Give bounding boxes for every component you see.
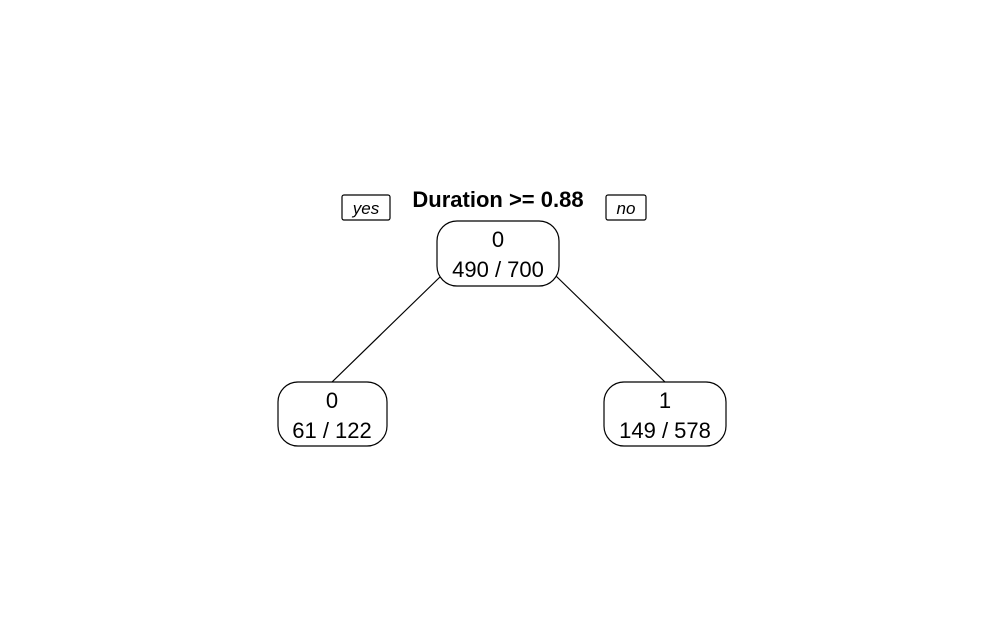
right-leaf-counts: 149 / 578 <box>619 418 711 443</box>
left-leaf-counts: 61 / 122 <box>292 418 372 443</box>
root-node-class: 0 <box>492 227 504 252</box>
edge-root-to-left <box>331 275 442 383</box>
edge-root-to-right <box>555 275 666 383</box>
root-node: 0 490 / 700 <box>436 220 560 287</box>
root-node-counts: 490 / 700 <box>452 257 544 282</box>
left-leaf-node: 0 61 / 122 <box>277 381 388 447</box>
branch-label-no-text: no <box>617 199 636 218</box>
right-leaf-class: 1 <box>659 388 671 413</box>
root-split-condition: Duration >= 0.88 <box>412 187 583 212</box>
left-leaf-class: 0 <box>326 388 338 413</box>
branch-label-no: no <box>605 194 647 221</box>
right-leaf-node: 1 149 / 578 <box>603 381 727 447</box>
branch-label-yes: yes <box>341 194 391 221</box>
branch-label-yes-text: yes <box>352 199 380 218</box>
